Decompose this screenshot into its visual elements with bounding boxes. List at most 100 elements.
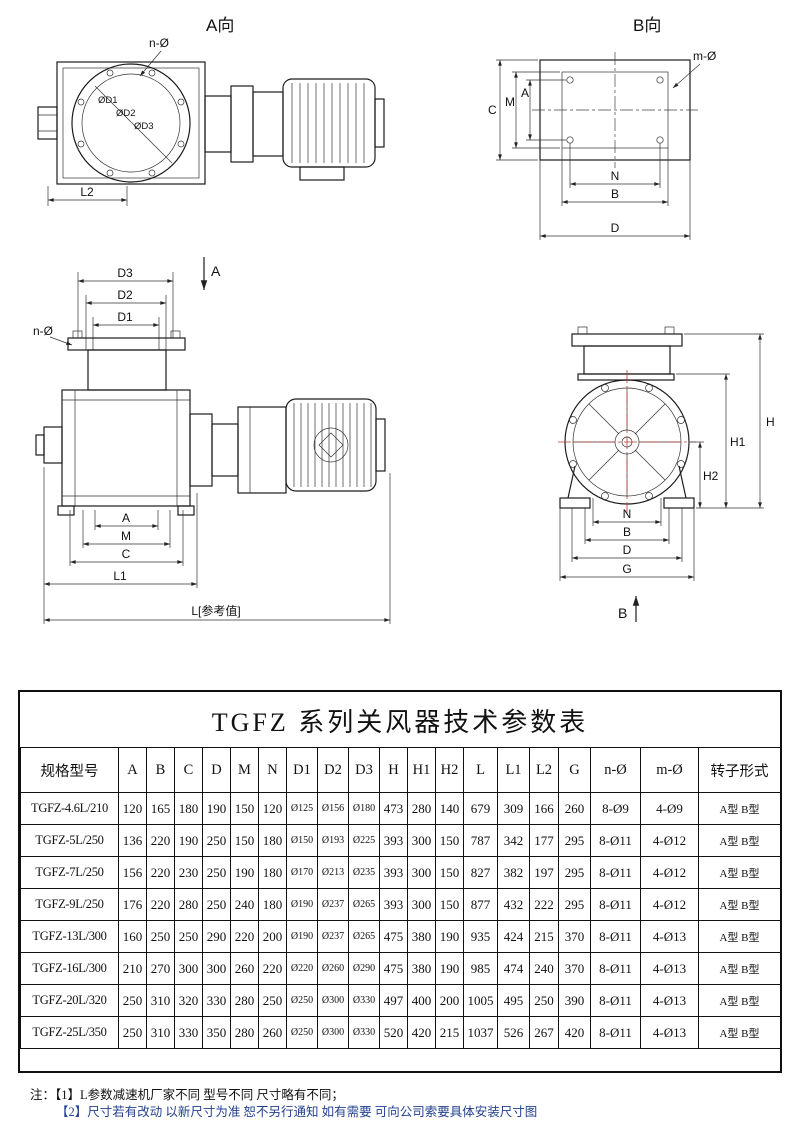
model-cell: TGFZ-20L/320 — [20, 984, 119, 1017]
l1-dim-label: L1 — [113, 569, 127, 583]
value-cell: 220 — [146, 888, 175, 921]
side-right-dimensions: H H1 H2 — [676, 333, 775, 509]
view-b-drawing: B向 m-Ø C M A N B — [488, 16, 716, 240]
value-cell: 935 — [463, 920, 498, 953]
value-cell: Ø330 — [348, 1016, 380, 1049]
value-cell: 300 — [202, 952, 231, 985]
view-a-drawing: A向 n-Ø ØD1 ØD2 ØD3 — [37, 16, 385, 206]
value-cell: 150 — [230, 792, 259, 825]
side-view-drawing: H H1 H2 N B D G B — [558, 326, 775, 622]
value-cell: 8-Ø11 — [590, 888, 641, 921]
value-cell: 160 — [118, 920, 147, 953]
value-cell: 267 — [529, 1016, 559, 1049]
value-cell: 4-Ø12 — [640, 856, 699, 889]
value-cell: 166 — [529, 792, 559, 825]
value-cell: 400 — [407, 984, 436, 1017]
value-cell: 200 — [435, 984, 464, 1017]
value-cell: 280 — [174, 888, 203, 921]
value-cell: Ø250 — [286, 1016, 318, 1049]
column-header: H2 — [435, 747, 464, 793]
value-cell: 220 — [146, 824, 175, 857]
value-cell: Ø180 — [348, 792, 380, 825]
value-cell: 420 — [558, 1016, 591, 1049]
column-header: D — [202, 747, 231, 793]
l2-label: L2 — [80, 185, 94, 199]
value-cell: A型 B型 — [698, 984, 781, 1017]
value-cell: 4-Ø13 — [640, 1016, 699, 1049]
column-header: H1 — [407, 747, 436, 793]
view-a-title: A向 — [206, 16, 234, 35]
model-cell: TGFZ-5L/250 — [20, 824, 119, 857]
rotor-housing — [558, 370, 696, 514]
note-1: 注：【1】L参数减速机厂家不同 型号不同 尺寸略有不同； — [30, 1088, 344, 1102]
column-header: C — [174, 747, 203, 793]
value-cell: 120 — [258, 792, 287, 825]
h1-dim-label: H1 — [730, 435, 746, 449]
value-cell: 1005 — [463, 984, 498, 1017]
value-cell: 150 — [435, 856, 464, 889]
value-cell: 330 — [202, 984, 231, 1017]
h2-dim-label: H2 — [703, 469, 719, 483]
shaft-end — [37, 106, 58, 140]
value-cell: 390 — [558, 984, 591, 1017]
value-cell: 4-Ø13 — [640, 984, 699, 1017]
value-cell: A型 B型 — [698, 952, 781, 985]
value-cell: 300 — [407, 888, 436, 921]
column-header: H — [379, 747, 408, 793]
value-cell: Ø190 — [286, 888, 318, 921]
section-b-marker: B — [618, 596, 640, 622]
value-cell: 382 — [497, 856, 530, 889]
value-cell: 190 — [174, 824, 203, 857]
value-cell: 250 — [202, 824, 231, 857]
model-cell: TGFZ-4.6L/210 — [20, 792, 119, 825]
value-cell: 827 — [463, 856, 498, 889]
note-2: 【2】尺寸若有改动 以新尺寸为准 恕不另行通知 如有需要 可向公司索要具体安装尺… — [56, 1105, 538, 1119]
leader-line — [139, 50, 162, 77]
value-cell: 420 — [407, 1016, 436, 1049]
value-cell: 250 — [118, 1016, 147, 1049]
foot-left — [559, 497, 591, 509]
value-cell: Ø250 — [286, 984, 318, 1017]
value-cell: 197 — [529, 856, 559, 889]
value-cell: Ø300 — [317, 984, 349, 1017]
value-cell: 190 — [230, 856, 259, 889]
section-b-label: B — [618, 605, 627, 621]
value-cell: 200 — [258, 920, 287, 953]
foot-right — [663, 497, 695, 509]
value-cell: 240 — [529, 952, 559, 985]
value-cell: 150 — [435, 888, 464, 921]
h-dim-label: H — [766, 415, 775, 429]
column-header: A — [118, 747, 147, 793]
a-dim-label: A — [122, 511, 130, 525]
value-cell: Ø156 — [317, 792, 349, 825]
motor-foot — [299, 166, 345, 181]
value-cell: 190 — [202, 792, 231, 825]
value-cell: Ø300 — [317, 1016, 349, 1049]
value-cell: 250 — [529, 984, 559, 1017]
d3-dim-label: D3 — [117, 266, 133, 280]
shaft-end — [43, 426, 63, 464]
value-cell: 250 — [202, 888, 231, 921]
footnotes: 注：【1】L参数减速机厂家不同 型号不同 尺寸略有不同； 【2】尺寸若有改动 以… — [30, 1087, 782, 1121]
value-cell: 300 — [407, 856, 436, 889]
side-bottom-dimensions: N B D G — [559, 498, 695, 581]
value-cell: 432 — [497, 888, 530, 921]
value-cell: 250 — [118, 984, 147, 1017]
value-cell: Ø330 — [348, 984, 380, 1017]
value-cell: 8-Ø9 — [590, 792, 641, 825]
value-cell: 310 — [146, 984, 175, 1017]
section-a-label: A — [211, 263, 221, 279]
value-cell: 230 — [174, 856, 203, 889]
value-cell: 8-Ø11 — [590, 1016, 641, 1049]
value-cell: 295 — [558, 824, 591, 857]
value-cell: 424 — [497, 920, 530, 953]
d1-dim-label: D1 — [117, 310, 133, 324]
value-cell: 176 — [118, 888, 147, 921]
value-cell: 393 — [379, 824, 408, 857]
